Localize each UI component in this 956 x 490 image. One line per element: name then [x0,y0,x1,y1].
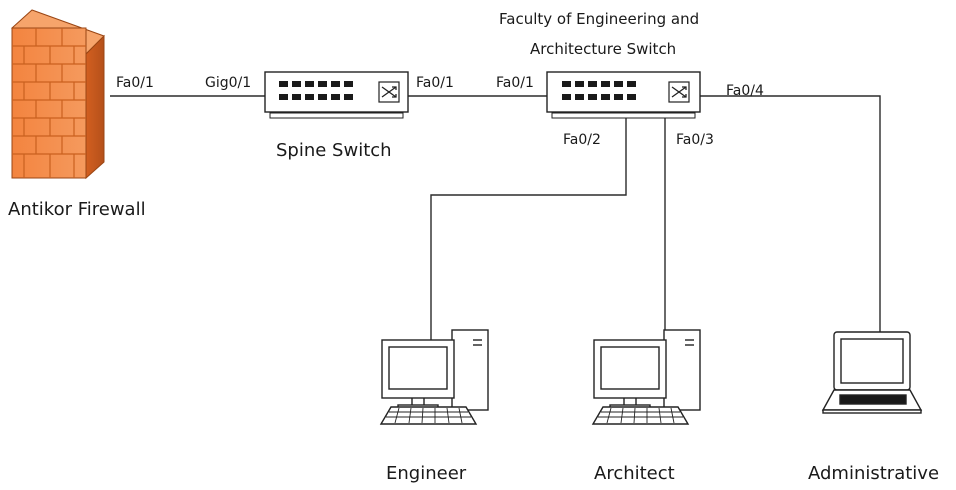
link-faculty-engineer [430,118,627,340]
spine-switch-icon [264,71,409,119]
faculty-switch-label-line1: Faculty of Engineering and [499,10,700,28]
port-label-faculty-fa02: Fa0/2 [563,132,601,148]
port-label-faculty-fa03: Fa0/3 [676,132,714,148]
administrative-label: Administrative [808,463,940,484]
port-label-faculty-fa04: Fa0/4 [726,83,764,99]
engineer-label: Engineer [386,463,467,484]
link-faculty-admin [700,95,881,332]
administrative-laptop-icon [821,331,923,414]
architect-desktop-icon [591,329,701,425]
firewall-label: Antikor Firewall [8,199,146,220]
firewall-icon [11,9,105,180]
port-label-faculty-fa01: Fa0/1 [496,75,534,91]
faculty-switch-icon [546,71,701,119]
links [110,95,881,340]
spine-switch-label: Spine Switch [276,140,392,161]
port-label-spine-gig01: Gig0/1 [205,75,252,91]
engineer-desktop-icon [379,329,489,425]
port-label-spine-fa01: Fa0/1 [416,75,454,91]
architect-label: Architect [594,463,675,484]
port-label-firewall-fa01: Fa0/1 [116,75,154,91]
faculty-switch-label-line2: Architecture Switch [530,40,677,58]
